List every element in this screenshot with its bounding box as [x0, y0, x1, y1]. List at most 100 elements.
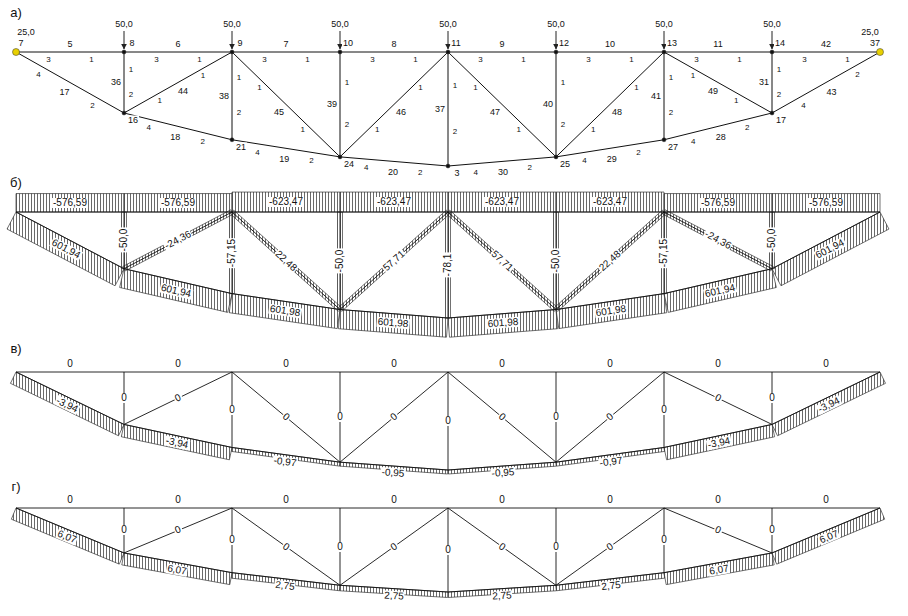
member-number: 9: [498, 40, 505, 49]
force-band: [229, 294, 340, 329]
truss-member: [16, 52, 124, 53]
force-value: -576,59: [52, 198, 88, 208]
node-number: 14: [774, 39, 786, 48]
axis-label: 2: [344, 121, 350, 129]
axis-label: 2: [236, 109, 242, 117]
truss-member: [16, 372, 124, 424]
force-value: 0: [228, 535, 236, 545]
axis-label: 1: [417, 84, 423, 92]
truss-member: [340, 157, 448, 166]
load-arrow: [664, 31, 665, 49]
force-value: -57,15: [227, 238, 237, 268]
force-value: 0: [66, 359, 74, 369]
force-value: 0: [174, 495, 182, 505]
force-band: [446, 210, 557, 311]
force-value: 0: [496, 540, 508, 553]
force-value: 0: [444, 416, 452, 426]
force-band: [122, 553, 232, 585]
truss-member: [340, 372, 448, 373]
node-number: 11: [450, 39, 461, 48]
truss-member: [232, 372, 340, 462]
truss-member: [556, 508, 664, 585]
force-value: -576,59: [160, 198, 196, 208]
truss-member: [124, 508, 232, 509]
force-band: [16, 194, 124, 212]
truss-member: [664, 372, 772, 373]
truss-member: [556, 372, 664, 462]
force-value: 0: [714, 359, 722, 369]
axis-label: 3: [585, 56, 591, 64]
truss-member: [340, 52, 448, 53]
member-number: 30: [497, 168, 509, 177]
force-value: 22,48: [273, 248, 300, 274]
truss-node: [446, 164, 450, 168]
truss-member: [772, 508, 880, 509]
axis-label: 2: [89, 102, 95, 110]
truss-member: [772, 52, 880, 113]
force-value: -0,95: [381, 467, 406, 479]
axis-label: 1: [733, 97, 739, 105]
axis-label: 1: [736, 56, 742, 64]
truss-node: [554, 155, 558, 159]
force-value: 57,71: [489, 248, 516, 274]
force-value: 0: [120, 525, 128, 535]
force-value: 0: [498, 495, 506, 505]
force-value: -50,0: [767, 228, 777, 253]
panel-letter: г): [10, 480, 21, 493]
member-number: 47: [489, 107, 501, 116]
axis-label: 4: [35, 71, 41, 79]
axis-label: 2: [776, 91, 782, 99]
truss-node: [122, 50, 126, 54]
truss-member: [556, 508, 664, 509]
force-value: 0: [714, 495, 722, 505]
truss-member: [340, 52, 341, 157]
axis-label: 4: [473, 169, 479, 177]
truss-member: [232, 52, 340, 157]
force-band: [772, 194, 880, 212]
force-value: -78,1: [443, 253, 453, 278]
force-value: -50,0: [551, 248, 561, 273]
force-value: 0: [604, 411, 616, 424]
truss-member: [664, 212, 772, 269]
member-number: 48: [611, 107, 623, 116]
node-number: 8: [128, 39, 135, 48]
axis-label: 1: [520, 56, 526, 64]
node-number: 37: [869, 39, 881, 48]
truss-node: [13, 49, 20, 56]
force-value: 0: [388, 540, 400, 553]
member-number: 29: [606, 155, 618, 164]
member-number: 8: [390, 40, 397, 49]
force-band: [772, 372, 886, 436]
truss-member: [448, 52, 449, 166]
force-band: [124, 194, 232, 212]
axis-label: 1: [374, 126, 380, 134]
force-value: -623,47: [484, 197, 520, 207]
force-value: 2,75: [274, 580, 296, 592]
truss-member: [664, 52, 665, 140]
axis-label: 4: [800, 102, 806, 110]
force-band: [556, 294, 667, 329]
force-value: 6,07: [817, 528, 841, 545]
member-number: 41: [650, 91, 662, 100]
force-value: -50,0: [335, 248, 345, 273]
truss-member: [340, 372, 448, 462]
truss-member: [232, 212, 340, 310]
load-value: 50,0: [546, 20, 566, 29]
node-number: 25: [559, 159, 571, 168]
load-arrow: [448, 31, 449, 49]
axis-label: 1: [633, 84, 639, 92]
truss-node: [662, 50, 666, 54]
force-value: 6,07: [708, 563, 731, 577]
truss-member: [340, 310, 448, 318]
force-value: 0: [822, 359, 830, 369]
axis-label: 1: [256, 84, 262, 92]
axis-label: 1: [590, 126, 596, 134]
force-value: 0: [172, 392, 183, 404]
member-number: 10: [604, 40, 616, 49]
force-band: [338, 310, 448, 338]
load-value: 50,0: [762, 20, 782, 29]
force-value: 0: [282, 495, 290, 505]
force-band: [772, 212, 889, 286]
member-number: 43: [825, 88, 837, 97]
